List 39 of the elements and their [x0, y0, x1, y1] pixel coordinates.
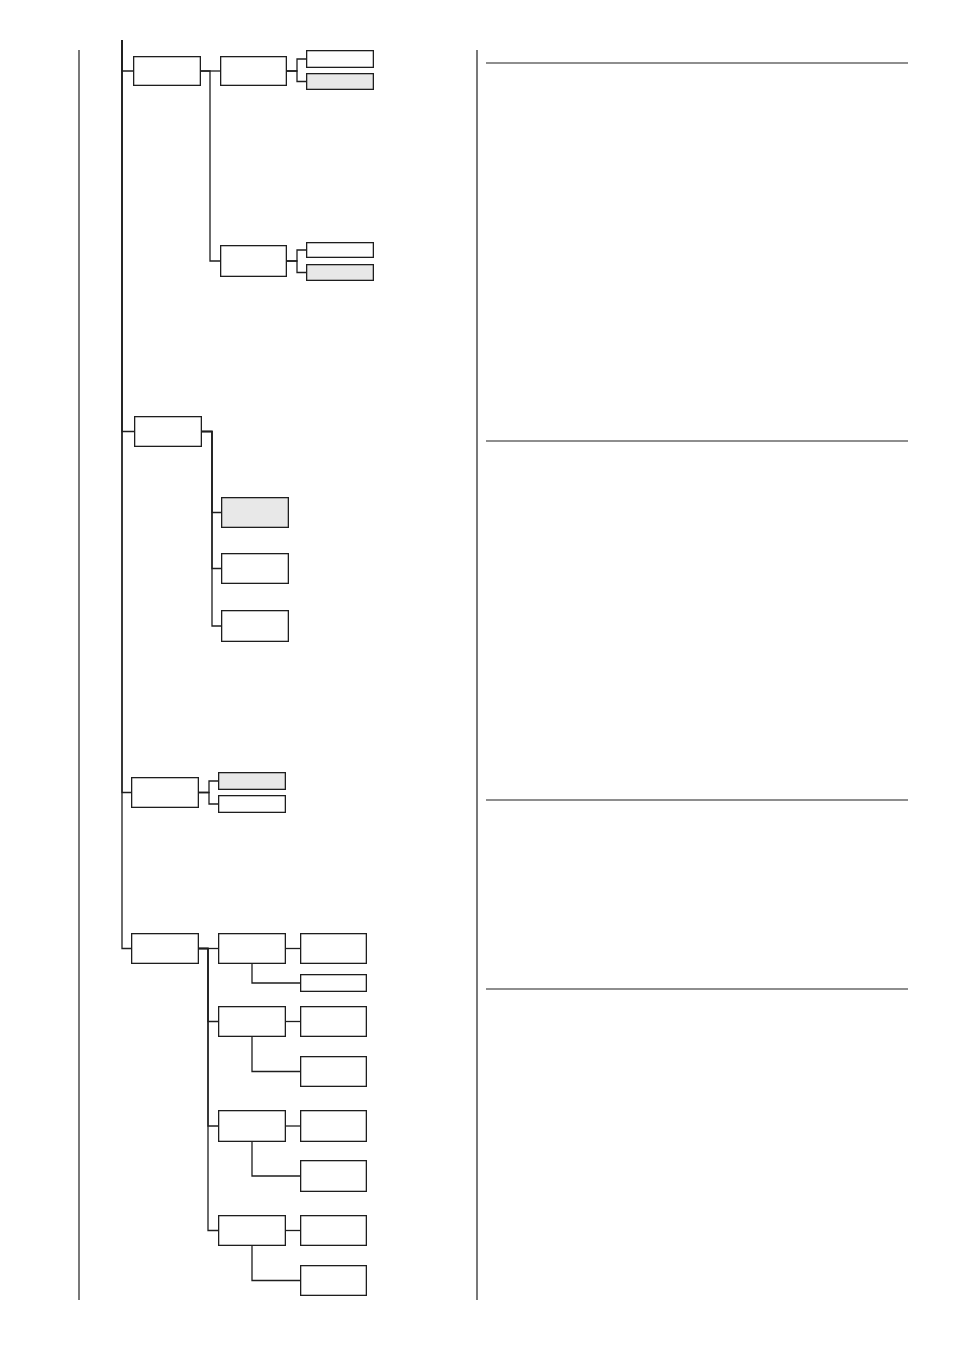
empty-box	[221, 553, 289, 584]
empty-box	[300, 1215, 367, 1246]
empty-box	[218, 1006, 286, 1037]
connector-line	[251, 1141, 301, 1177]
empty-box	[218, 1215, 286, 1246]
connector-line	[285, 1125, 301, 1127]
connector-line	[198, 791, 219, 805]
empty-box	[300, 1006, 367, 1037]
connector-line	[286, 260, 307, 274]
empty-box	[300, 933, 367, 964]
empty-box	[220, 245, 287, 277]
connector-line	[198, 947, 219, 1232]
empty-box	[300, 1160, 367, 1192]
empty-box	[220, 56, 287, 86]
empty-box	[300, 1110, 367, 1142]
empty-box	[221, 610, 289, 642]
empty-box	[306, 264, 374, 281]
empty-box	[221, 497, 289, 528]
empty-box	[218, 933, 286, 964]
empty-box	[131, 777, 199, 808]
connector-line	[251, 1036, 301, 1073]
empty-box	[218, 772, 286, 790]
empty-box	[300, 974, 367, 992]
empty-box	[306, 50, 374, 68]
empty-box	[133, 56, 201, 86]
empty-box	[300, 1056, 367, 1087]
connector-line	[251, 1245, 301, 1282]
empty-box	[300, 1265, 367, 1296]
empty-box	[306, 242, 374, 258]
empty-box	[218, 795, 286, 813]
empty-box	[131, 933, 199, 964]
connector-line	[200, 70, 221, 262]
connector-line	[201, 430, 222, 627]
empty-box	[134, 416, 202, 447]
empty-box	[218, 1110, 286, 1142]
connector-line	[251, 963, 301, 984]
connector-line	[286, 70, 307, 83]
connector-line	[121, 39, 132, 950]
empty-box	[306, 73, 374, 90]
